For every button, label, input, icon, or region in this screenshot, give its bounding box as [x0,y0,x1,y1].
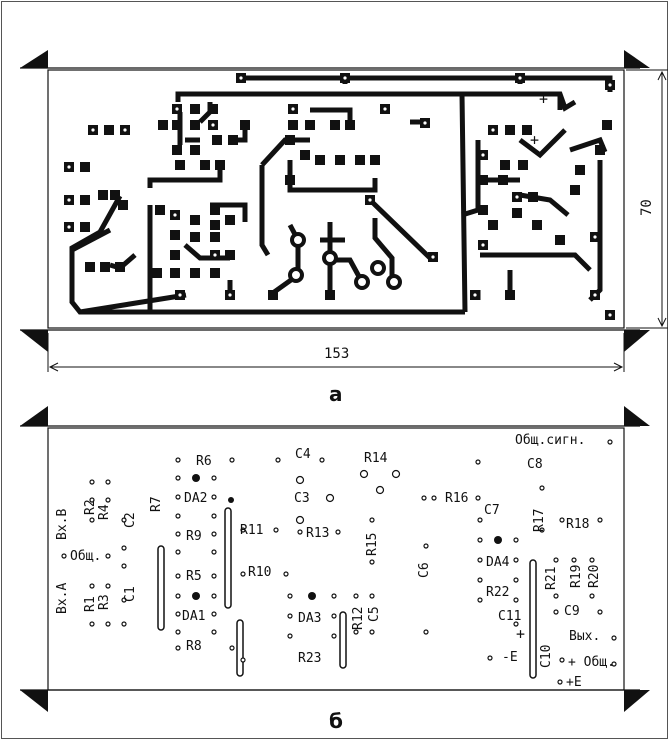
label-r22: R22 [486,585,510,600]
label-da2: DA2 [184,491,208,506]
label-r4: R4 [97,504,112,520]
label-obsh-1: Общ. [70,549,102,564]
ic-markers [192,474,502,600]
plus-marker-2: + [530,131,540,149]
board-b-outline [20,425,640,691]
label-c7: C7 [484,503,500,518]
label-r20: R20 [587,564,602,588]
corner-marks-a [20,50,650,352]
board-a-outline [20,67,640,331]
label-r18: R18 [566,517,590,532]
label-plus-obsh: + Общ. [568,655,615,670]
label-da1: DA1 [182,609,206,624]
label-obsh-signal: Общ.сигн. [515,433,586,448]
label-r23: R23 [298,651,322,666]
dimension-lines-a [47,69,668,372]
round-pads [288,232,402,290]
label-r15: R15 [365,532,380,556]
jumper-wires [157,507,537,679]
dimension-height-label: 70 [639,199,655,216]
label-r2: R2 [83,499,98,515]
plus-marker-1: + [539,90,549,108]
component-holes [61,439,617,685]
label-r21: R21 [544,566,559,590]
dimension-width-label: 153 [324,346,350,362]
label-vyx: Вых. [569,629,601,644]
label-c3: C3 [294,491,310,506]
label-r13: R13 [306,526,330,541]
label-c11: C11 [498,609,522,624]
label-r8: R8 [186,639,202,654]
label-minus-e: -E [502,650,518,665]
label-c2: C2 [123,512,138,528]
label-r11: R11 [240,523,264,538]
label-r14: R14 [364,451,388,466]
pad-holes [67,76,612,317]
label-r5: R5 [186,569,202,584]
label-r7: R7 [149,496,164,512]
label-r19: R19 [569,564,584,588]
caption-a: а [329,382,343,406]
label-vx-a: Вх.А [55,582,70,614]
label-c10: C10 [539,644,554,668]
label-r16: R16 [445,491,469,506]
corner-marks-b [20,406,650,712]
label-r10: R10 [248,565,272,580]
label-r12: R12 [351,606,366,630]
label-da3: DA3 [298,611,322,626]
label-c9: C9 [564,604,580,619]
label-da4: DA4 [486,555,510,570]
label-r1: R1 [83,596,98,612]
label-r3: R3 [97,594,112,610]
label-r9: R9 [186,529,202,544]
label-vx-v: Вх.В [55,508,70,540]
label-c6: C6 [417,562,432,578]
label-plus-e: +E [566,675,582,690]
label-c4: C4 [295,447,311,462]
label-r17: R17 [532,508,547,532]
label-c8: C8 [527,457,543,472]
label-c1: C1 [123,586,138,602]
label-r6: R6 [196,454,212,469]
label-plus-sign: + [516,625,526,643]
caption-b: б [329,709,343,733]
label-c5: C5 [367,606,382,622]
